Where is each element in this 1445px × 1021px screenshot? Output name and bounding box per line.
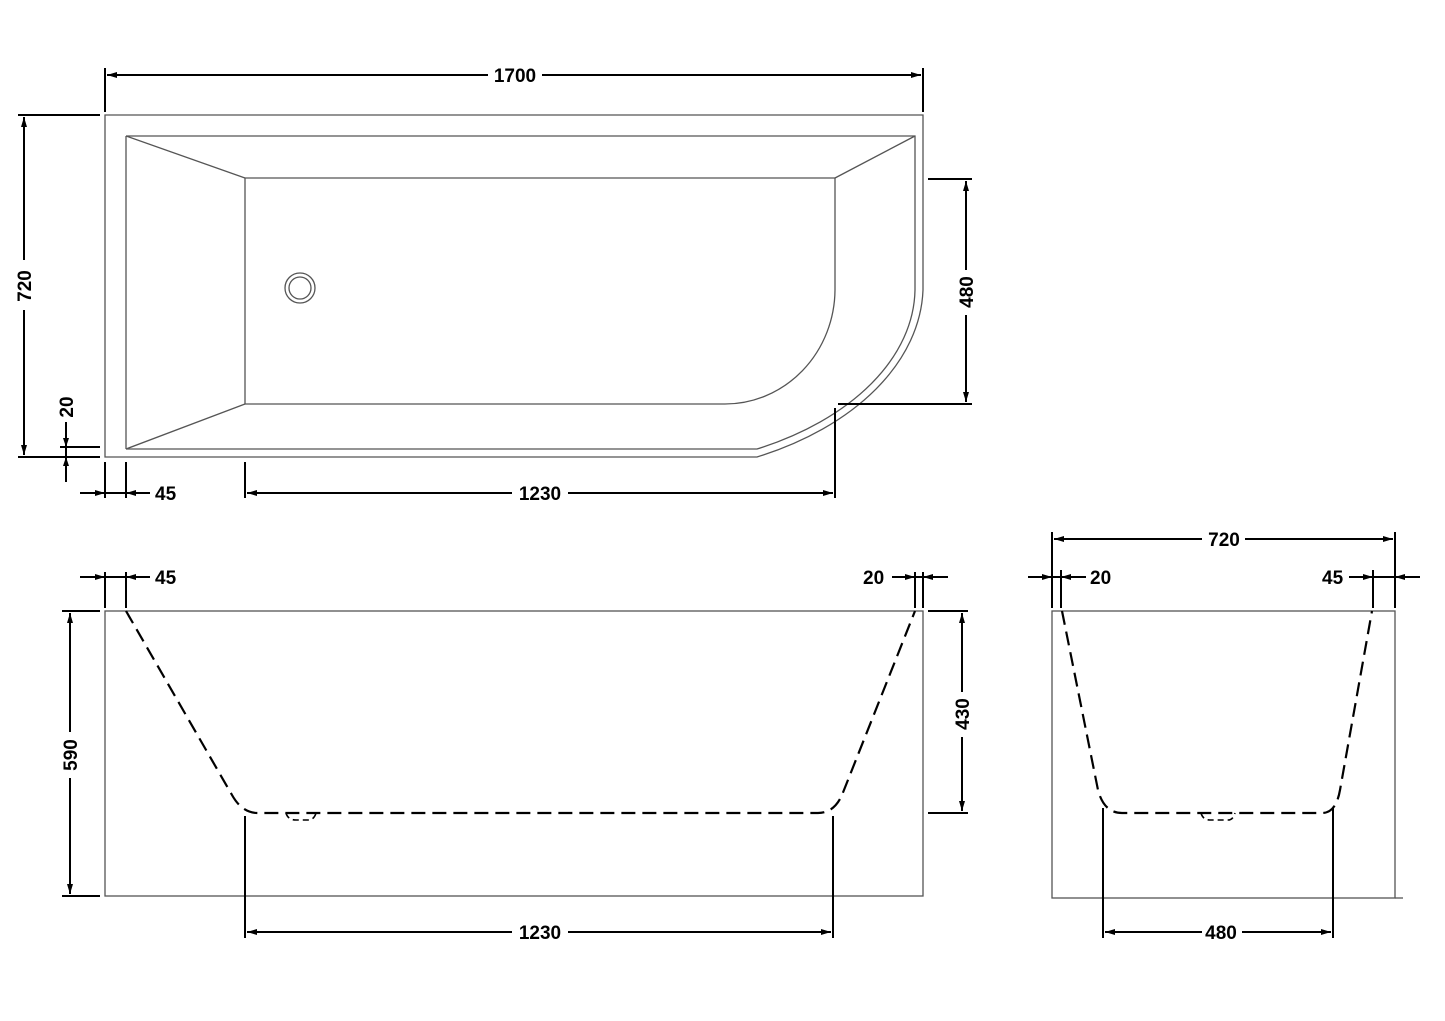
- dim-plan-width: 720: [15, 114, 100, 458]
- dim-end-width: 720: [1051, 530, 1396, 608]
- svg-text:20: 20: [1090, 568, 1111, 589]
- svg-text:590: 590: [61, 739, 82, 771]
- waste-outlet-icon: [284, 272, 316, 304]
- svg-text:1230: 1230: [519, 923, 561, 944]
- end-outline: [1051, 610, 1396, 899]
- side-elevation: 45 20 590 430: [61, 568, 974, 944]
- dim-plan-base-length: 1230: [244, 408, 836, 505]
- side-outline: [104, 610, 924, 897]
- svg-text:1230: 1230: [519, 484, 561, 505]
- svg-text:1700: 1700: [494, 66, 536, 87]
- svg-text:720: 720: [15, 270, 36, 302]
- plan-outer-outline: [104, 114, 924, 458]
- svg-text:480: 480: [1205, 923, 1237, 944]
- svg-text:480: 480: [957, 276, 978, 308]
- dim-end-base-width: 480: [1102, 808, 1334, 944]
- svg-text:20: 20: [863, 568, 884, 589]
- plan-basin-floor: [244, 177, 836, 405]
- plan-view: 1700 720 20 45: [15, 66, 978, 505]
- side-inner-profile: [125, 610, 917, 815]
- dim-plan-length: 1700: [104, 66, 924, 112]
- end-inner-profile: [1060, 610, 1374, 815]
- dim-plan-curve-depth: 480: [838, 178, 978, 405]
- dim-end-left-rim: 20: [1028, 568, 1111, 608]
- dim-side-right-rim: 20: [863, 568, 948, 608]
- svg-text:20: 20: [57, 396, 78, 417]
- svg-text:45: 45: [155, 484, 177, 505]
- svg-text:45: 45: [155, 568, 177, 589]
- dim-plan-rim-end: 45: [80, 462, 177, 505]
- plan-rim-curve: [126, 289, 916, 450]
- dim-side-base-length: 1230: [244, 816, 834, 944]
- svg-text:720: 720: [1208, 530, 1240, 551]
- dim-plan-rim: 20: [57, 396, 100, 482]
- dim-side-left-rim: 45: [80, 568, 177, 608]
- svg-text:430: 430: [953, 698, 974, 730]
- dim-side-height: 590: [61, 610, 100, 897]
- svg-text:45: 45: [1322, 568, 1344, 589]
- dim-side-depth: 430: [928, 610, 974, 814]
- end-elevation: 720 20 45 480: [1028, 530, 1420, 944]
- dim-end-right-rim: 45: [1322, 568, 1420, 608]
